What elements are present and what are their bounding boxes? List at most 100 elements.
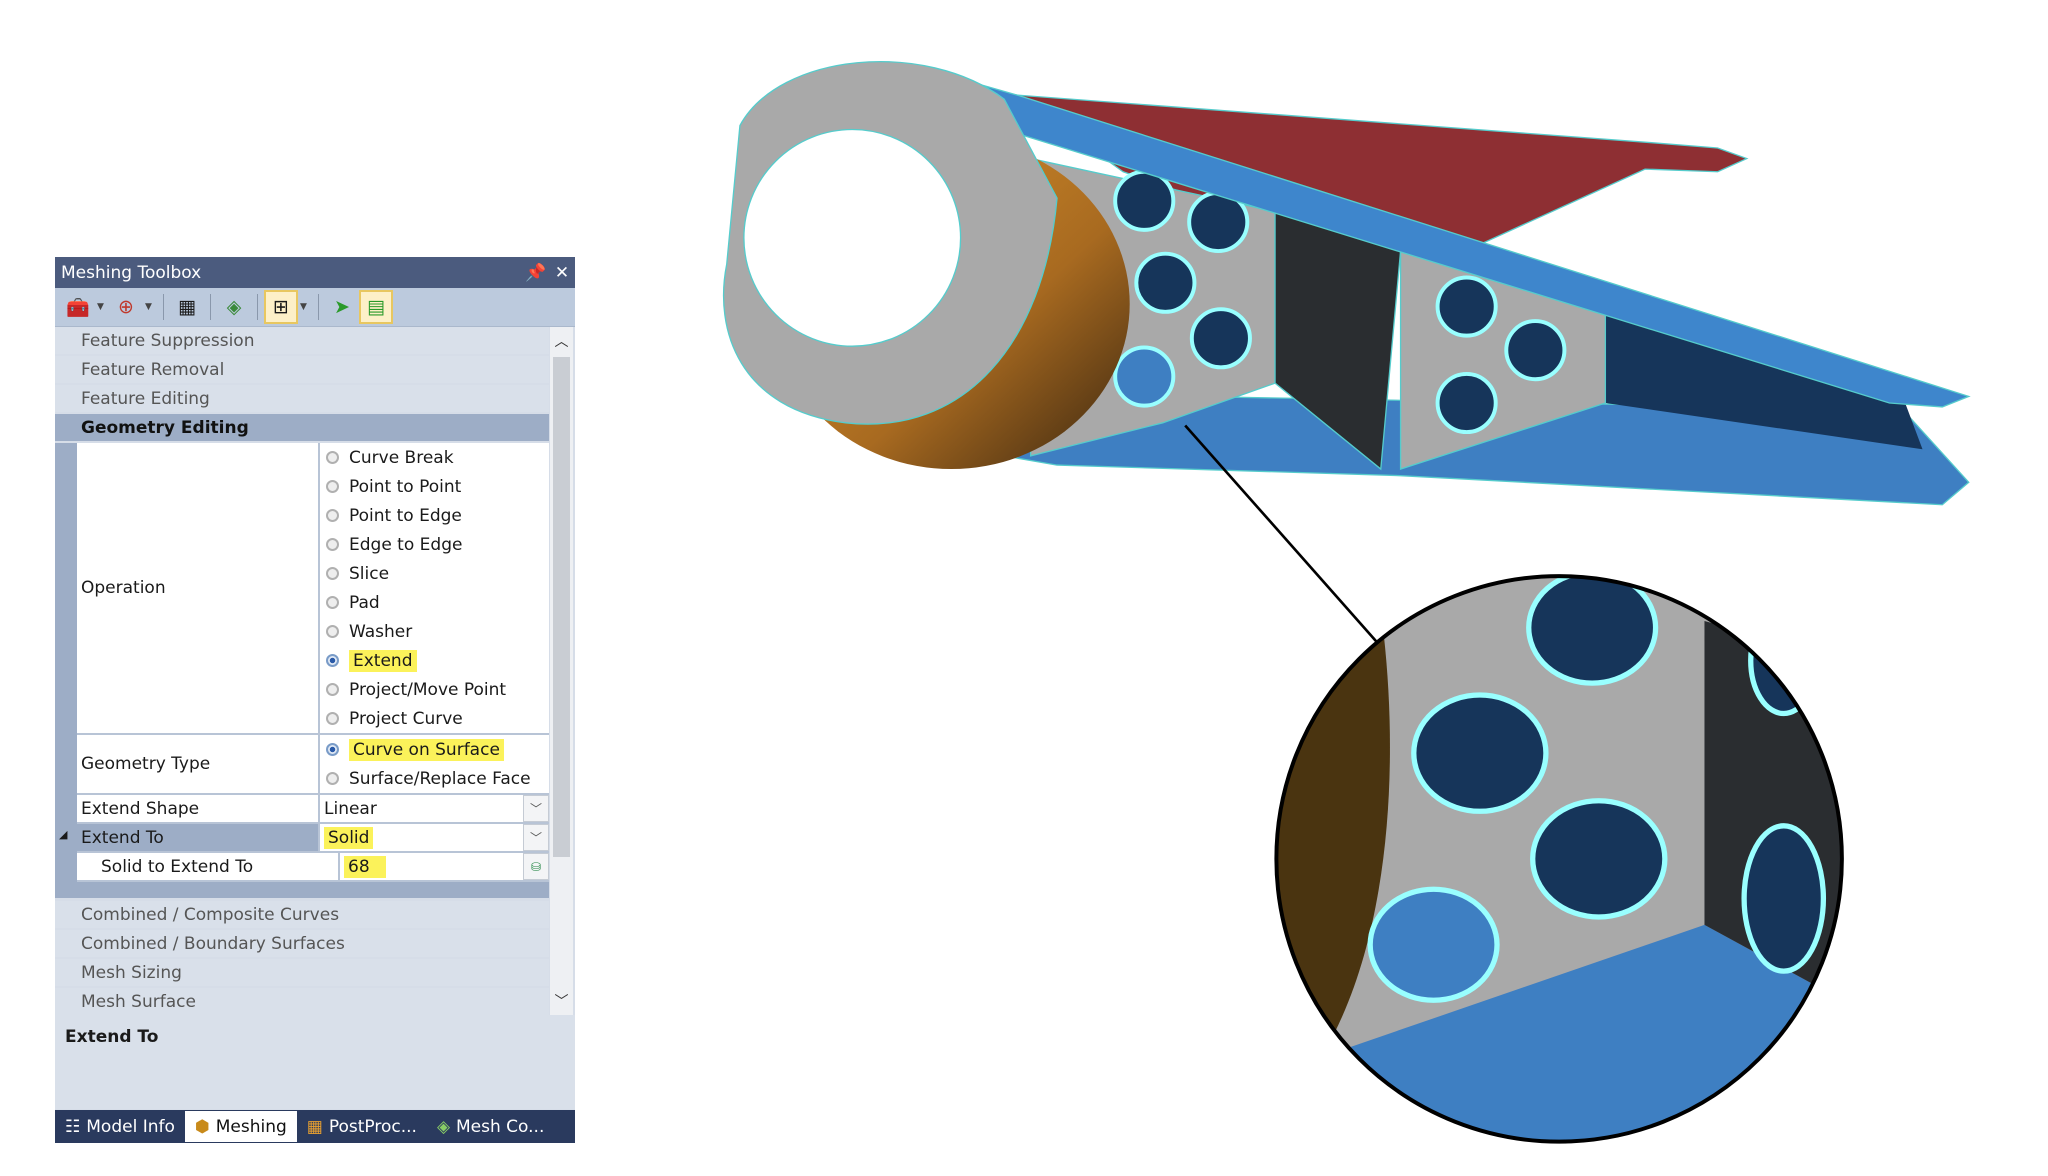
radio-icon [326, 596, 339, 609]
toolbar: 🧰▼ ⊕▼ ▦ ◈ ⊞▼ ➤ ▤ [55, 288, 575, 327]
panel-title: Meshing Toolbox [61, 262, 202, 283]
radio-icon [326, 480, 339, 493]
tab-label: Model Info [86, 1116, 175, 1137]
section-geometry-editing[interactable]: Geometry Editing [55, 414, 549, 441]
geometry-icon[interactable]: ◈ [226, 296, 242, 318]
radio-icon [326, 538, 339, 551]
option-label: Edge to Edge [349, 534, 463, 555]
toolbox-target-icon[interactable]: ⊕ [118, 296, 134, 318]
description-title: Extend To [65, 1027, 159, 1047]
tab-meshing[interactable]: ⬢Meshing [184, 1111, 297, 1142]
extend-shape-property: Extend Shape Linear ﹀ [77, 795, 549, 824]
section-mesh-surface[interactable]: Mesh Surface [55, 988, 549, 1015]
dropdown-arrow-icon[interactable]: ▼ [145, 302, 152, 312]
vertical-scrollbar[interactable]: ︿ ﹀ [550, 327, 573, 1015]
radio-icon [326, 625, 339, 638]
beam-model [722, 60, 1971, 506]
scroll-up-icon[interactable]: ︿ [554, 334, 569, 350]
mesh-control-icon: ◈ [436, 1116, 451, 1137]
tree-icon: ☷ [65, 1116, 81, 1137]
radio-icon [326, 683, 339, 696]
meshing-toolbox-panel: Meshing Toolbox 📌 ✕ 🧰▼ ⊕▼ ▦ ◈ ⊞▼ ➤ ▤ Fea… [55, 257, 575, 1143]
solid-to-extend-to-field[interactable]: 68 ⛁ [340, 853, 549, 880]
panel-title-bar: Meshing Toolbox 📌 ✕ [55, 257, 575, 288]
property-grid: Operation Curve Break Point to Point Poi… [55, 443, 549, 898]
tab-label: Meshing [215, 1116, 287, 1137]
radio-curve-break[interactable]: Curve Break [320, 443, 549, 472]
extend-shape-select[interactable]: Linear ﹀ [320, 795, 549, 822]
solid-to-extend-to-property: Solid to Extend To 68 ⛁ [77, 853, 549, 882]
extend-shape-value: Linear [324, 798, 377, 819]
extend-to-value: Solid [324, 826, 374, 849]
option-label: Point to Edge [349, 505, 462, 526]
option-label: Slice [349, 563, 390, 584]
radio-curve-on-surface[interactable]: Curve on Surface [320, 735, 549, 764]
radio-slice[interactable]: Slice [320, 559, 549, 588]
section-combined-composite-curves[interactable]: Combined / Composite Curves [55, 901, 549, 928]
tab-label: Mesh Co... [456, 1116, 545, 1137]
section-list: Feature Suppression Feature Removal Feat… [55, 327, 549, 1015]
dropdown-arrow-icon[interactable]: ▼ [97, 302, 104, 312]
radio-icon [326, 509, 339, 522]
geometry-type-options: Curve on Surface Surface/Replace Face [320, 735, 549, 793]
section-mesh-sizing[interactable]: Mesh Sizing [55, 959, 549, 986]
bottom-tabs: ☷Model Info ⬢Meshing ▦PostProc... ◈Mesh … [55, 1110, 575, 1143]
scroll-down-icon[interactable]: ﹀ [554, 994, 569, 1010]
collapse-triangle-icon[interactable]: ◢ [59, 828, 68, 841]
radio-edge-to-edge[interactable]: Edge to Edge [320, 530, 549, 559]
extend-to-label: Extend To [77, 824, 320, 851]
option-label: Washer [349, 621, 413, 642]
tab-model-info[interactable]: ☷Model Info [55, 1111, 185, 1142]
radio-extend[interactable]: Extend [320, 646, 549, 675]
scrollbar-thumb[interactable] [553, 357, 570, 857]
radio-project-move-point[interactable]: Project/Move Point [320, 675, 549, 704]
solid-to-extend-to-label: Solid to Extend To [77, 853, 340, 880]
section-combined-boundary-surfaces[interactable]: Combined / Boundary Surfaces [55, 930, 549, 957]
radio-selected-icon [326, 654, 339, 667]
solid-id-value: 68 [344, 855, 386, 878]
radio-pad[interactable]: Pad [320, 588, 549, 617]
section-feature-editing[interactable]: Feature Editing [55, 385, 549, 412]
tab-mesh-control[interactable]: ◈Mesh Co... [427, 1111, 554, 1142]
chevron-down-icon[interactable]: ﹀ [523, 824, 549, 851]
toolbox-icon[interactable]: 🧰 [66, 296, 90, 319]
tab-label: PostProc... [328, 1116, 417, 1137]
mesh-cube-icon: ⬢ [194, 1116, 210, 1137]
extend-to-select[interactable]: Solid ﹀ [320, 824, 549, 851]
radio-point-to-point[interactable]: Point to Point [320, 472, 549, 501]
option-label: Curve on Surface [349, 738, 504, 761]
pin-icon[interactable]: 📌 [525, 262, 547, 283]
tab-postproc[interactable]: ▦PostProc... [297, 1111, 427, 1142]
section-feature-removal[interactable]: Feature Removal [55, 356, 549, 383]
section-feature-suppression[interactable]: Feature Suppression [55, 327, 549, 354]
postproc-icon: ▦ [306, 1116, 323, 1137]
operation-label: Operation [77, 443, 320, 733]
extend-shape-label: Extend Shape [77, 795, 320, 822]
select-arrow-icon[interactable]: ➤ [334, 296, 350, 318]
color-layers-icon[interactable]: ▦ [178, 296, 196, 318]
grid-circle-icon[interactable]: ⊞ [264, 290, 298, 324]
extend-to-property: ◢ Extend To Solid ﹀ [59, 824, 549, 853]
zoom-inset [1276, 576, 1842, 1142]
radio-washer[interactable]: Washer [320, 617, 549, 646]
option-label: Curve Break [349, 447, 454, 468]
radio-project-curve[interactable]: Project Curve [320, 704, 549, 733]
description-pane: Extend To [55, 1015, 575, 1109]
geometry-type-label: Geometry Type [77, 735, 320, 793]
radio-icon [326, 567, 339, 580]
option-label: Project/Move Point [349, 679, 507, 700]
callout-line [1184, 424, 1380, 645]
option-label: Extend [349, 649, 417, 672]
geometry-type-property: Geometry Type Curve on Surface Surface/R… [77, 735, 549, 795]
dropdown-arrow-icon[interactable]: ▼ [300, 302, 307, 312]
select-solid-icon[interactable]: ⛁ [523, 853, 549, 880]
radio-icon [326, 772, 339, 785]
radio-surface-replace-face[interactable]: Surface/Replace Face [320, 764, 549, 793]
radio-icon [326, 712, 339, 725]
radio-icon [326, 451, 339, 464]
table-arrow-icon[interactable]: ▤ [359, 290, 393, 324]
chevron-down-icon[interactable]: ﹀ [523, 795, 549, 822]
option-label: Pad [349, 592, 380, 613]
radio-point-to-edge[interactable]: Point to Edge [320, 501, 549, 530]
close-icon[interactable]: ✕ [554, 262, 570, 283]
